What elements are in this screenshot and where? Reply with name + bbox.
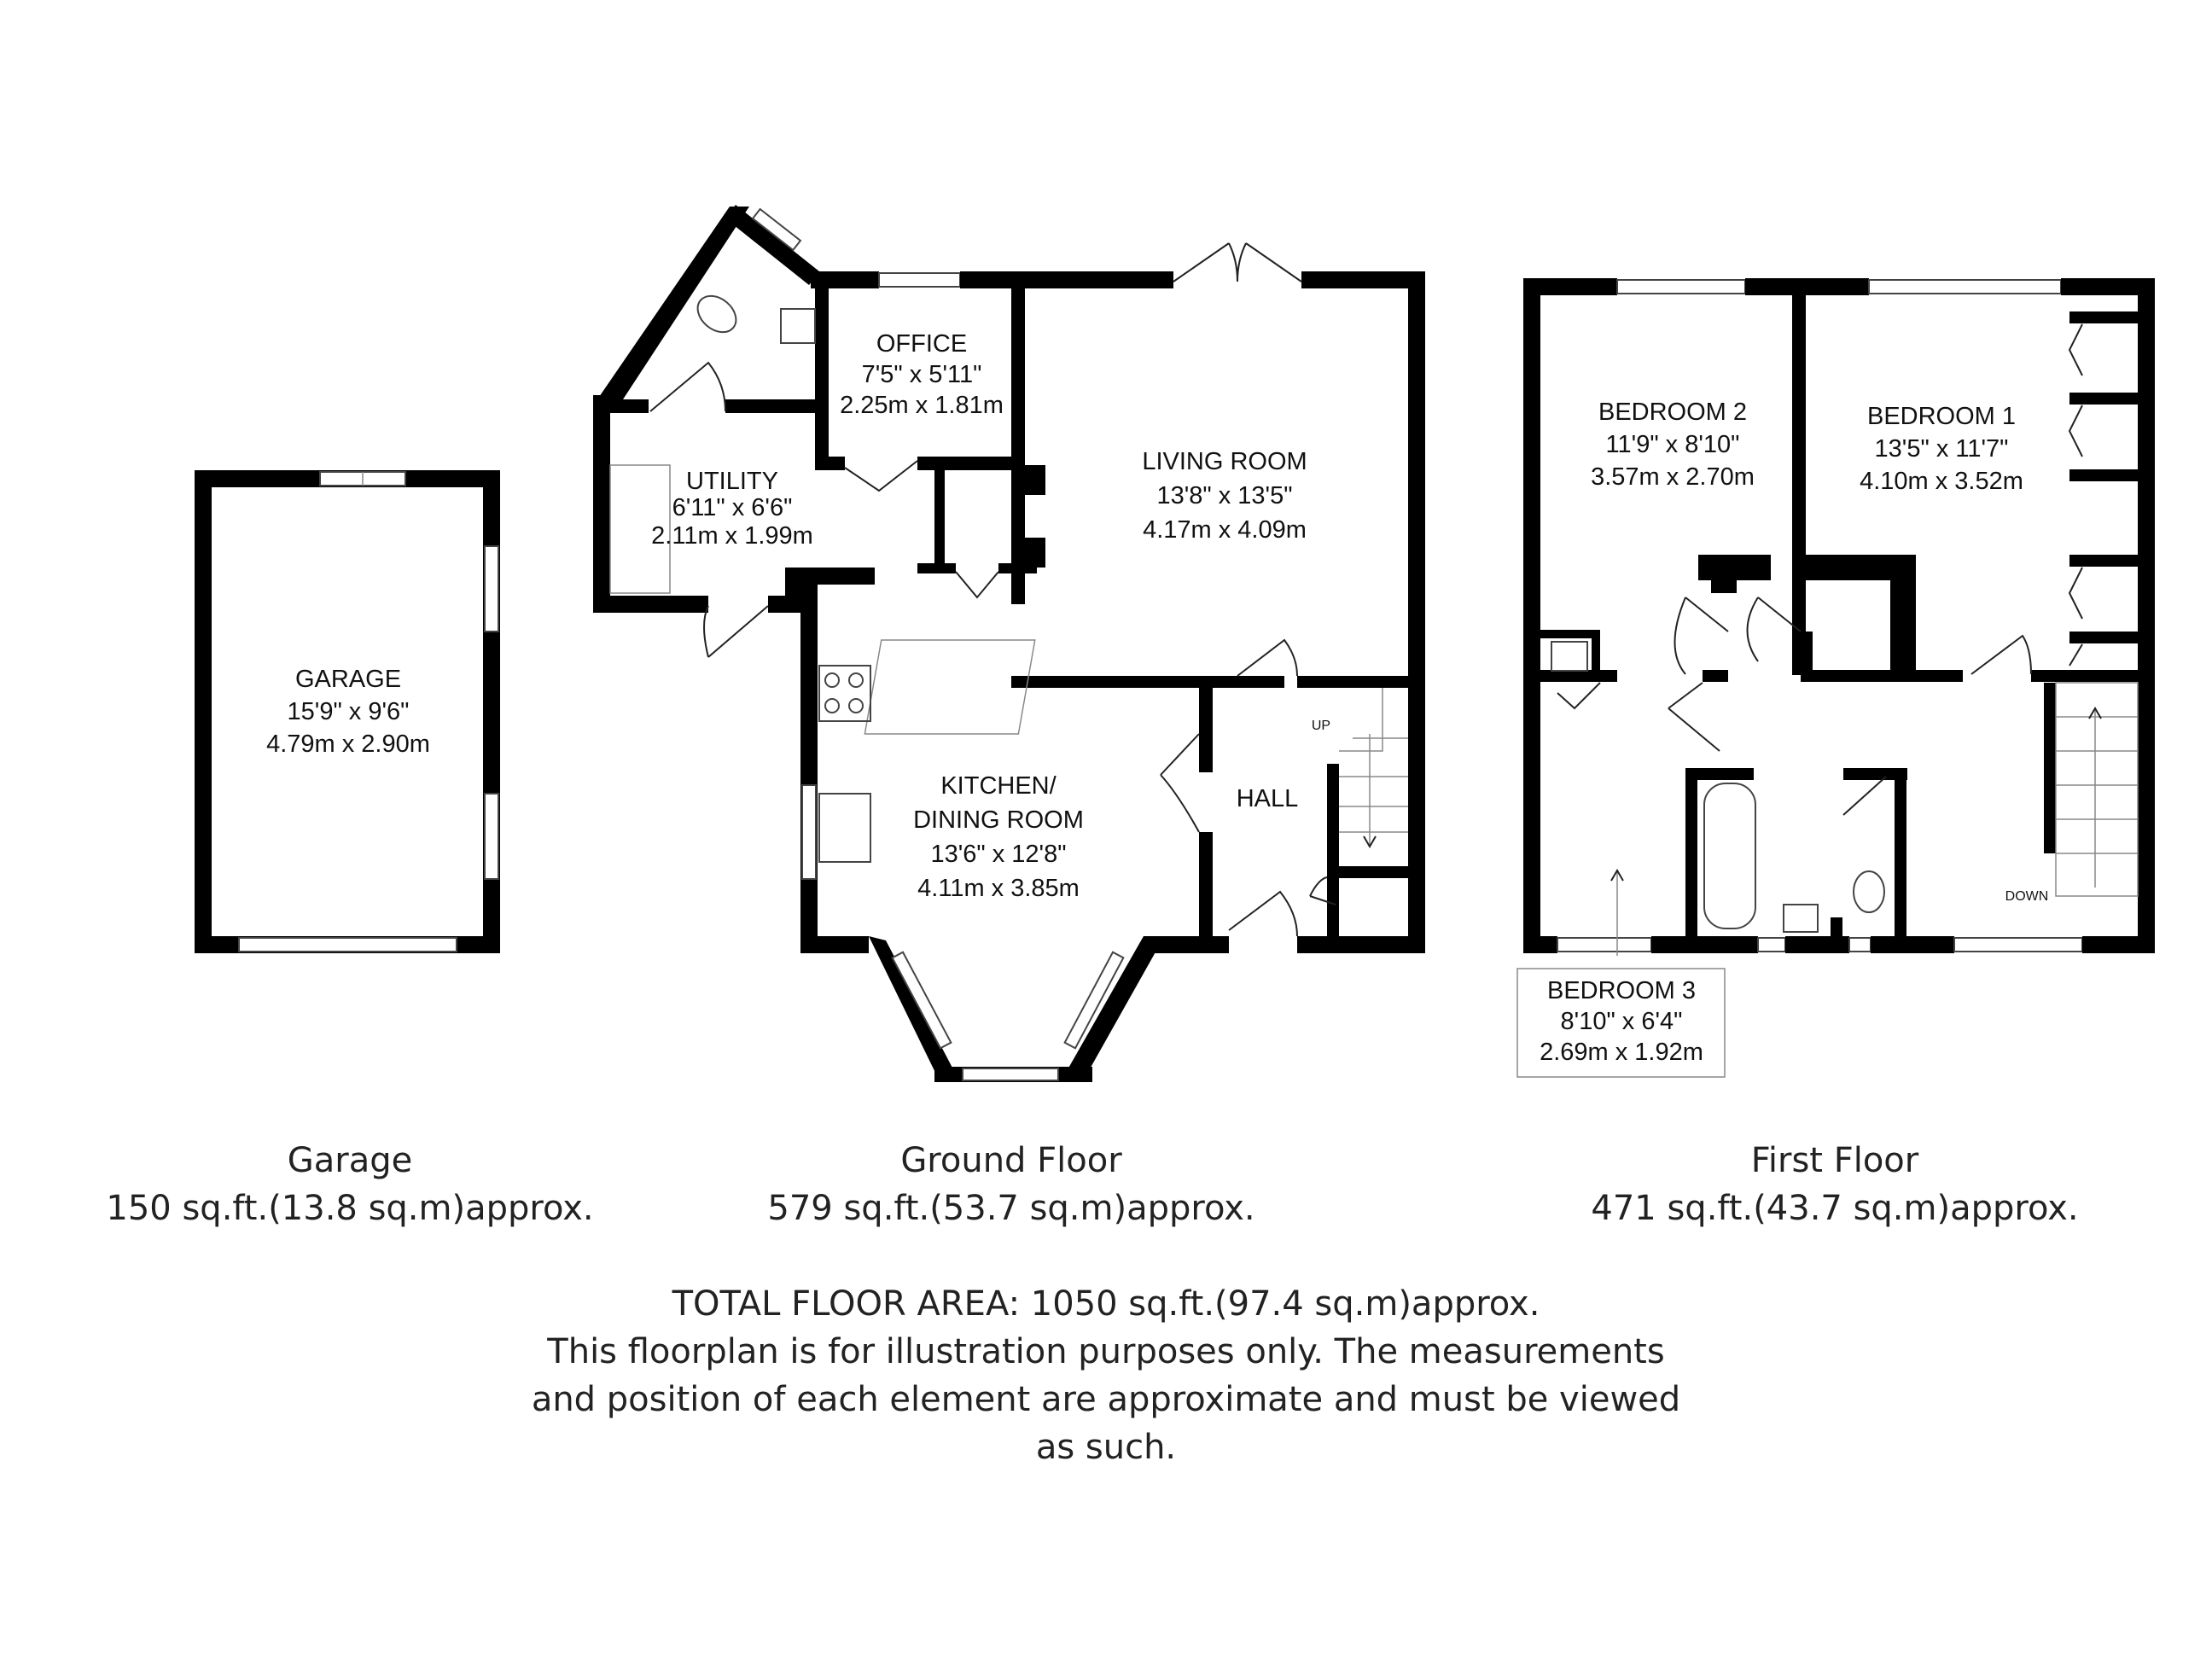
bedroom3-window — [1557, 937, 1652, 952]
garage-metric: 4.79m x 2.90m — [266, 731, 430, 758]
front-french-door — [1173, 242, 1302, 282]
disclaimer-line-3: as such. — [1035, 1428, 1177, 1467]
garage-name: GARAGE — [295, 666, 401, 693]
office-imperial: 7'5" x 5'11" — [862, 361, 982, 388]
front-door — [1228, 890, 1298, 937]
utility-metric: 2.11m x 1.99m — [651, 522, 813, 550]
bath — [1703, 783, 1756, 929]
garage-side-window-top — [484, 545, 499, 632]
bedroom2-window — [1616, 279, 1746, 294]
understair-door — [1309, 876, 1336, 905]
ground-floor-caption-title: Ground Floor — [900, 1141, 1122, 1180]
bedroom3-imperial: 8'10" x 6'4" — [1561, 1008, 1683, 1035]
living-room-metric: 4.17m x 4.09m — [1143, 516, 1307, 544]
ground-floor-caption-area: 579 sq.ft.(53.7 sq.m)approx. — [767, 1189, 1255, 1228]
office-name: OFFICE — [876, 330, 967, 358]
garage-caption-area: 150 sq.ft.(13.8 sq.m)approx. — [106, 1189, 594, 1228]
bay-window-right — [1063, 951, 1125, 1050]
disclaimer: TOTAL FLOOR AREA: 1050 sq.ft.(97.4 sq.m)… — [509, 1280, 1703, 1471]
wc-basin — [780, 308, 816, 344]
ground-stairs — [1339, 688, 1408, 848]
first-floor-plan — [1516, 278, 2155, 1078]
landing-window — [1953, 937, 2083, 952]
wc-toilet — [696, 294, 737, 334]
disclaimer-line-2: and position of each element are approxi… — [531, 1380, 1681, 1419]
first-floor-toilet — [1853, 870, 1885, 913]
bedroom1-window — [1868, 279, 2062, 294]
garage-plan — [195, 470, 500, 953]
bathroom-basin — [1783, 904, 1819, 933]
kitchen-hall-door — [1160, 733, 1200, 833]
wc-window-first — [1848, 937, 1871, 952]
first-floor-caption: First Floor 471 sq.ft.(43.7 sq.m)approx. — [1536, 1137, 2133, 1232]
living-room-imperial: 13'8" x 13'5" — [1156, 482, 1292, 509]
utility-back-door — [703, 605, 769, 658]
first-floor-caption-area: 471 sq.ft.(43.7 sq.m)approx. — [1591, 1189, 2079, 1228]
cupboard-door — [955, 571, 999, 599]
bay-window-front — [962, 1068, 1059, 1081]
wc-window — [751, 207, 802, 252]
living-room-name: LIVING ROOM — [1142, 448, 1307, 475]
stairs-down-label: DOWN — [2005, 889, 2049, 904]
wc-door — [649, 361, 726, 412]
bedroom3-metric: 2.69m x 1.92m — [1540, 1039, 1703, 1066]
ground-floor-plan — [593, 205, 1425, 1082]
total-floor-area: TOTAL FLOOR AREA: 1050 sq.ft.(97.4 sq.m)… — [672, 1284, 1540, 1324]
hall-name: HALL — [1237, 785, 1299, 812]
first-floor-caption-title: First Floor — [1750, 1141, 1919, 1180]
garage-door — [238, 937, 457, 952]
utility-worktop — [609, 464, 671, 594]
utility-imperial: 6'11" x 6'6" — [672, 494, 793, 521]
kitchen-imperial: 13'6" x 12'8" — [930, 841, 1066, 868]
bedroom3-label-box — [1516, 968, 1726, 1078]
ground-floor-caption: Ground Floor 579 sq.ft.(53.7 sq.m)approx… — [713, 1137, 1310, 1232]
kitchen-name-1: KITCHEN/ — [940, 772, 1057, 800]
bathroom-window — [1757, 937, 1786, 952]
garage-caption-title: Garage — [287, 1141, 413, 1180]
bedroom2-basin — [1551, 641, 1588, 672]
first-stairs — [2044, 682, 2139, 897]
garage-side-window-bottom — [484, 793, 499, 880]
disclaimer-line-1: This floorplan is for illustration purpo… — [547, 1332, 1665, 1371]
living-room-door — [1237, 638, 1298, 677]
garage-imperial: 15'9" x 9'6" — [288, 698, 410, 725]
kitchen-side-window — [801, 784, 817, 880]
stairs-up-label: UP — [1312, 719, 1330, 733]
kitchen-name-2: DINING ROOM — [913, 806, 1084, 834]
bedroom2-imperial: 11'9" x 8'10" — [1606, 431, 1740, 458]
room-labels: GARAGE 15'9" x 9'6" 4.79m x 2.90m OFFICE… — [266, 330, 2048, 1066]
bedroom2-metric: 3.57m x 2.70m — [1591, 463, 1755, 491]
office-window — [878, 272, 961, 288]
bedroom2-name: BEDROOM 2 — [1598, 399, 1747, 426]
utility-name: UTILITY — [686, 468, 778, 495]
kitchen-metric: 4.11m x 3.85m — [917, 875, 1080, 902]
bedroom1-metric: 4.10m x 3.52m — [1860, 468, 2023, 495]
garage-caption: Garage 150 sq.ft.(13.8 sq.m)approx. — [51, 1137, 649, 1232]
office-door — [844, 460, 918, 492]
bedroom3-name: BEDROOM 3 — [1547, 977, 1696, 1004]
hob — [818, 665, 871, 722]
kitchen-sink — [818, 793, 871, 863]
office-metric: 2.25m x 1.81m — [840, 392, 1004, 419]
bay-window-left — [891, 951, 952, 1050]
bedroom1-name: BEDROOM 1 — [1867, 403, 2016, 430]
living-room-fireplace — [864, 639, 1036, 735]
bedroom1-imperial: 13'5" x 11'7" — [1875, 435, 2009, 463]
